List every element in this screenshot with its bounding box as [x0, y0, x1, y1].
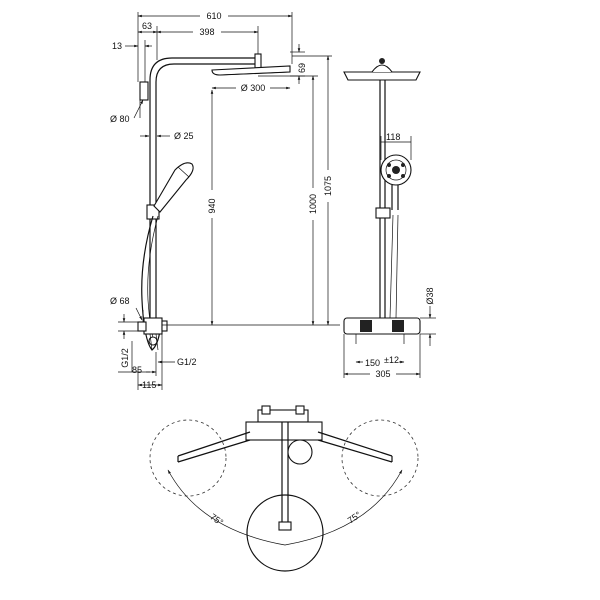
dim-398: 398 [199, 27, 214, 37]
dim-pipe-25: Ø 25 [174, 131, 194, 141]
dim-115: 115 [142, 380, 156, 390]
dim-1075: 1075 [323, 176, 333, 196]
dim-handshower-118: 118 [386, 132, 400, 142]
dim-outlet-68: Ø 68 [110, 296, 130, 306]
dim-connection-right: G1/2 [177, 357, 197, 367]
dim-spacing-tol: ±12 [384, 355, 399, 365]
head-outline-circle [246, 494, 324, 572]
dim-13: 13 [112, 41, 122, 51]
side-view: 610 63 398 13 69 Ø 300 Ø 80 Ø 25 [110, 10, 340, 390]
head-connector [254, 53, 262, 69]
swing-arc [167, 469, 403, 546]
wall-flange [139, 81, 149, 101]
angle-right: 75° [346, 509, 363, 525]
dim-spacing-150: 150 [365, 358, 380, 368]
dim-1000: 1000 [308, 194, 318, 214]
dim-connection-left: G1/2 [120, 348, 130, 368]
top-view: 75° 75° [149, 405, 419, 572]
front-view: 118 Ø38 150 ±12 305 [343, 58, 436, 379]
front-thermostat [343, 317, 421, 335]
dim-63: 63 [142, 21, 152, 31]
dim-85: 85 [132, 365, 142, 375]
dim-610: 610 [206, 11, 221, 21]
right-swing-circle [341, 419, 419, 497]
front-overhead-head [343, 71, 421, 81]
thermostat-body [143, 317, 163, 335]
shower-arm [149, 57, 258, 92]
dim-thermostat-38: Ø38 [425, 287, 435, 304]
dim-flange-80: Ø 80 [110, 114, 130, 124]
dim-69: 69 [297, 63, 307, 73]
hand-shower [153, 162, 194, 213]
left-swing-circle [149, 419, 227, 497]
dim-head-300: Ø 300 [241, 83, 266, 93]
angle-left: 75° [208, 512, 225, 528]
dim-width-305: 305 [375, 369, 390, 379]
dim-940: 940 [207, 198, 217, 213]
